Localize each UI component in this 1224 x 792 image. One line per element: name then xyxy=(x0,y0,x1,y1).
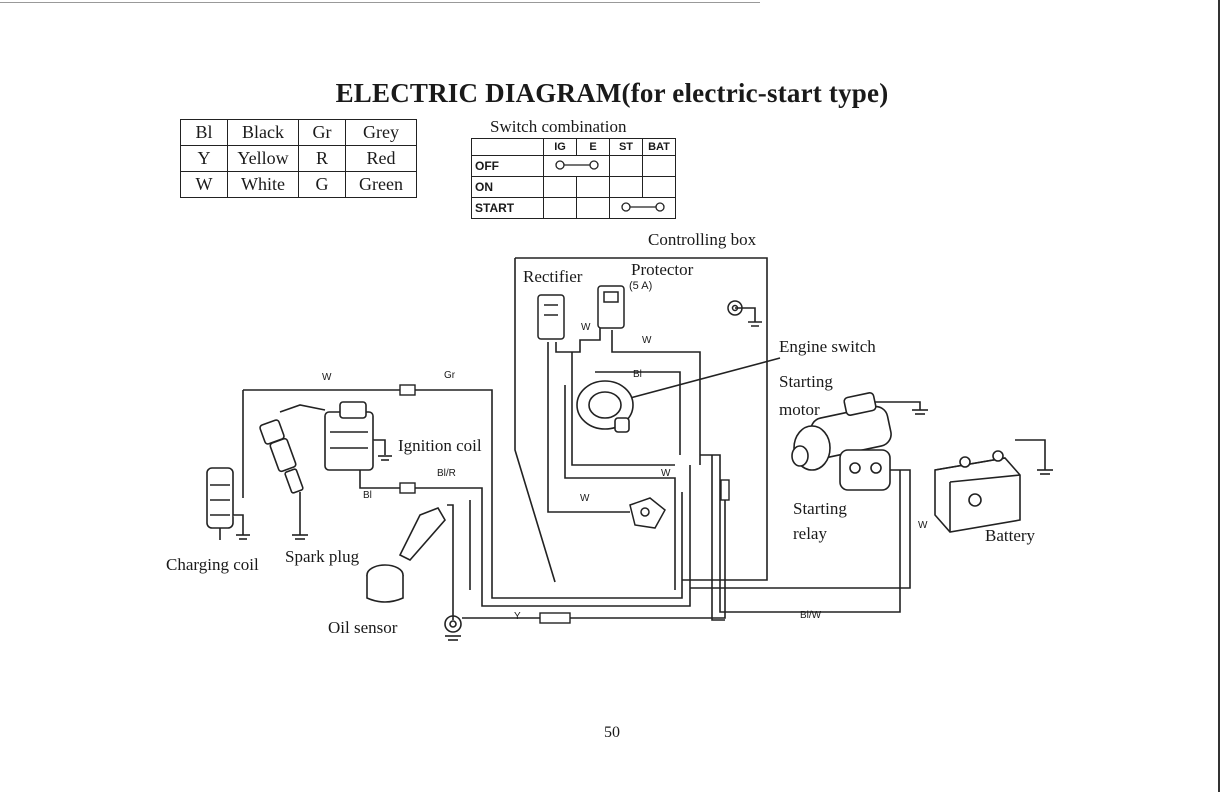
engine-switch-label: Engine switch xyxy=(779,337,876,356)
legend-code: Y xyxy=(180,145,228,172)
starting-motor-label: Starting xyxy=(779,372,833,391)
ignition-coil-icon xyxy=(324,401,392,471)
charging-coil-icon xyxy=(206,467,250,540)
battery-ground-icon xyxy=(1037,469,1053,475)
connection-link-icon xyxy=(620,201,665,212)
legend-color-name: Yellow xyxy=(227,145,299,172)
wire-label-w: W xyxy=(918,520,928,531)
spark-plug-icon xyxy=(259,404,326,540)
legend-color-name: White xyxy=(227,171,299,198)
wire-bl-r xyxy=(359,465,691,607)
switch-header-row: IG E ST BAT xyxy=(471,138,676,156)
wire-gr-top xyxy=(415,389,683,599)
page-top-edge xyxy=(0,2,760,3)
wire-label-y: Y xyxy=(514,611,521,622)
connection-link-icon xyxy=(554,159,599,170)
spark-plug-label: Spark plug xyxy=(285,547,360,566)
legend-code: W xyxy=(180,171,228,198)
protector-rating-label: (5 A) xyxy=(629,280,653,292)
legend-color-name: Red xyxy=(345,145,417,172)
terminal-icon xyxy=(727,300,762,327)
starting-relay-label: relay xyxy=(793,524,827,543)
switch-col-header: BAT xyxy=(642,138,676,156)
switch-combination-table: IG E ST BAT OFF ON START xyxy=(471,138,676,219)
wire-label-w: W xyxy=(661,468,671,479)
wire-label-w: W xyxy=(642,335,652,346)
wire-y xyxy=(462,500,726,619)
legend-color-name: Grey xyxy=(345,119,417,146)
wire-w-top xyxy=(242,389,400,498)
wire-protector-2 xyxy=(571,352,675,466)
legend-color-name: Green xyxy=(345,171,417,198)
wire-engine-switch-pointer xyxy=(629,357,781,399)
color-legend-table: Bl Black Gr Grey Y Yellow R Red W White … xyxy=(180,119,417,198)
relay-icon xyxy=(629,497,666,529)
oil-sensor-icon xyxy=(366,507,446,603)
engine-switch-icon xyxy=(576,380,634,433)
switch-combination-caption: Switch combination xyxy=(490,117,627,136)
wire-switch-lower xyxy=(564,385,676,590)
wire-relay-b xyxy=(711,455,725,621)
starting-motor-icon xyxy=(791,392,892,471)
wire-rectifier xyxy=(547,342,630,513)
wire-label-bl-r: Bl/R xyxy=(437,468,456,479)
wire-oil-sensor xyxy=(447,504,454,620)
ground-icon xyxy=(444,615,462,641)
wire-label-bl: Bl xyxy=(363,490,372,501)
switch-row: OFF xyxy=(471,155,676,177)
legend-row: W White G Green xyxy=(180,171,417,198)
ignition-coil-label: Ignition coil xyxy=(398,436,482,455)
legend-row: Y Yellow R Red xyxy=(180,145,417,172)
page-number: 50 xyxy=(604,724,620,741)
rectifier-icon xyxy=(537,294,565,340)
wire-relay-up xyxy=(700,454,901,613)
page-title: ELECTRIC DIAGRAM(for electric-start type… xyxy=(335,78,889,108)
fuse-icon xyxy=(720,479,730,501)
charging-coil-label: Charging coil xyxy=(166,555,259,574)
wire-label-w: W xyxy=(322,372,332,383)
legend-row: Bl Black Gr Grey xyxy=(180,119,417,146)
protector-icon xyxy=(597,285,625,329)
wire-battery xyxy=(690,469,911,589)
connector-bl-r-icon xyxy=(399,482,416,494)
connector-gr-icon xyxy=(399,384,416,396)
switch-row: START xyxy=(471,197,676,219)
wire-label-bl: Bl xyxy=(633,369,642,380)
wire-label-w: W xyxy=(581,322,591,333)
wire-protector xyxy=(611,330,701,465)
wire-label-bl-w: Bl/W xyxy=(800,610,822,621)
wire-switch-bl xyxy=(595,371,681,455)
starting-motor-label: motor xyxy=(779,400,820,419)
oil-sensor-label: Oil sensor xyxy=(328,618,398,637)
switch-row-label: OFF xyxy=(471,155,544,177)
wire-motor-ground xyxy=(860,401,921,410)
legend-code: R xyxy=(298,145,346,172)
starting-relay-icon xyxy=(839,449,891,491)
battery-label: Battery xyxy=(985,526,1036,545)
rectifier-label: Rectifier xyxy=(523,267,583,286)
connection-st-bat-icon xyxy=(609,197,676,219)
wire-label-w: W xyxy=(580,493,590,504)
battery-icon xyxy=(934,450,1021,533)
controlling-box-label: Controlling box xyxy=(648,230,757,249)
starting-relay-label: Starting xyxy=(793,499,847,518)
wire-battery-ground xyxy=(1015,439,1046,470)
protector-label: Protector xyxy=(631,260,694,279)
motor-ground-icon xyxy=(912,409,928,415)
wire-rectifier-2 xyxy=(555,310,601,353)
page-right-edge xyxy=(1218,0,1220,792)
wire-label-gr: Gr xyxy=(444,370,456,381)
connector-y-icon xyxy=(539,612,571,624)
switch-row-label: START xyxy=(471,197,544,219)
